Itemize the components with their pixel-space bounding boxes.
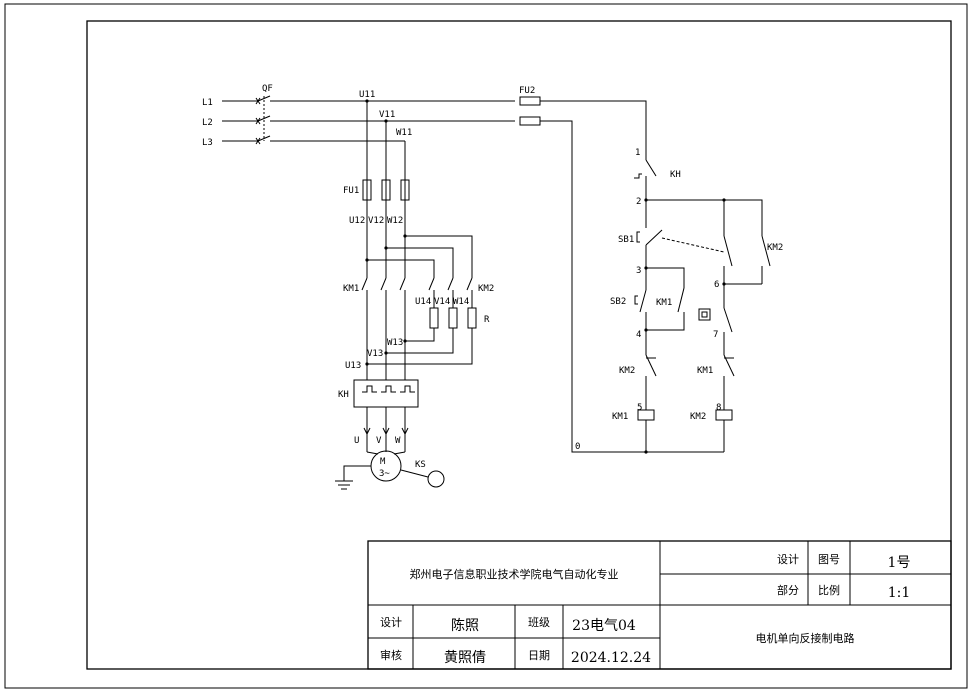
label-fu2: FU2 bbox=[519, 86, 535, 96]
label-node-5: 5 bbox=[637, 403, 642, 413]
label-ks: KS bbox=[415, 460, 426, 470]
label-fu1: FU1 bbox=[343, 186, 359, 196]
label-v12: V12 bbox=[368, 216, 384, 226]
label-node-7: 7 bbox=[713, 330, 718, 340]
label-node-6: 6 bbox=[714, 280, 719, 290]
school-name: 郑州电子信息职业技术学院电气自动化专业 bbox=[410, 567, 619, 581]
kh-thermal-relay bbox=[353, 379, 419, 408]
label-km1-main: KM1 bbox=[343, 284, 359, 294]
label-qf: QF bbox=[262, 84, 273, 94]
date-label: 日期 bbox=[528, 649, 550, 662]
drawing-no-label: 图号 bbox=[818, 553, 840, 566]
label-v14: V14 bbox=[434, 297, 450, 307]
label-r: R bbox=[484, 315, 490, 325]
designer-label: 设计 bbox=[380, 616, 402, 629]
part-label: 部分 bbox=[777, 583, 799, 597]
label-node-4: 4 bbox=[636, 330, 641, 340]
label-km2-aux: KM2 bbox=[767, 243, 783, 253]
label-w13: W13 bbox=[387, 338, 403, 348]
label-u13: U13 bbox=[345, 361, 361, 371]
label-v: V bbox=[376, 436, 382, 446]
label-w: W bbox=[395, 436, 401, 446]
drawing-no-value: 1号 bbox=[888, 555, 911, 571]
label-motor-phase: 3~ bbox=[379, 469, 390, 479]
qf-breaker bbox=[255, 95, 288, 145]
label-node-8: 8 bbox=[716, 403, 721, 413]
label-km2-coil: KM2 bbox=[690, 412, 706, 422]
scale-label: 比例 bbox=[818, 583, 840, 597]
label-km1-nc: KM1 bbox=[697, 366, 713, 376]
scale-value: 1:1 bbox=[888, 585, 911, 601]
label-u14: U14 bbox=[415, 297, 431, 307]
outer-frame bbox=[4, 3, 968, 689]
power-circuit bbox=[222, 95, 515, 490]
label-u12: U12 bbox=[349, 216, 365, 226]
label-l2: L2 bbox=[202, 118, 213, 128]
label-kh-main: KH bbox=[338, 390, 349, 400]
designer-name: 陈照 bbox=[451, 617, 479, 634]
label-node-0: 0 bbox=[575, 442, 580, 452]
label-w11: W11 bbox=[396, 128, 412, 138]
label-node-3: 3 bbox=[636, 266, 641, 276]
label-v13: V13 bbox=[367, 349, 383, 359]
label-sb2: SB2 bbox=[610, 297, 626, 307]
label-l3: L3 bbox=[202, 138, 213, 148]
class-label: 班级 bbox=[528, 616, 550, 629]
label-km1-coil: KM1 bbox=[612, 412, 628, 422]
label-l1: L1 bbox=[202, 98, 213, 108]
diagram-labels: L1 L2 L3 QF U11 V11 W11 FU1 FU2 U12 V12 … bbox=[202, 84, 783, 479]
design-header-label: 设计 bbox=[777, 553, 799, 566]
title-block: 郑州电子信息职业技术学院电气自动化专业 设计 图号 1号 部分 比例 1:1 设… bbox=[367, 540, 952, 670]
control-circuit bbox=[519, 96, 771, 454]
label-w14: W14 bbox=[453, 297, 469, 307]
label-km2-main: KM2 bbox=[478, 284, 494, 294]
label-node-2: 2 bbox=[636, 197, 641, 207]
label-u: U bbox=[354, 436, 359, 446]
drawing-title: 电机单向反接制电路 bbox=[756, 631, 855, 645]
reviewer-label: 审核 bbox=[380, 648, 402, 662]
label-u11: U11 bbox=[359, 90, 375, 100]
label-sb1: SB1 bbox=[618, 235, 634, 245]
label-km1-aux: KM1 bbox=[656, 298, 672, 308]
date-value: 2024.12.24 bbox=[571, 650, 651, 666]
label-kh-ctrl: KH bbox=[670, 170, 681, 180]
label-node-1: 1 bbox=[635, 148, 640, 158]
label-motor: M bbox=[380, 457, 386, 467]
class-value: 23电气04 bbox=[572, 618, 636, 634]
label-km2-nc: KM2 bbox=[619, 366, 635, 376]
label-w12: W12 bbox=[387, 216, 403, 226]
reviewer-name: 黄照倩 bbox=[444, 649, 486, 666]
label-v11: V11 bbox=[379, 110, 395, 120]
ks-speed-relay bbox=[427, 470, 445, 488]
